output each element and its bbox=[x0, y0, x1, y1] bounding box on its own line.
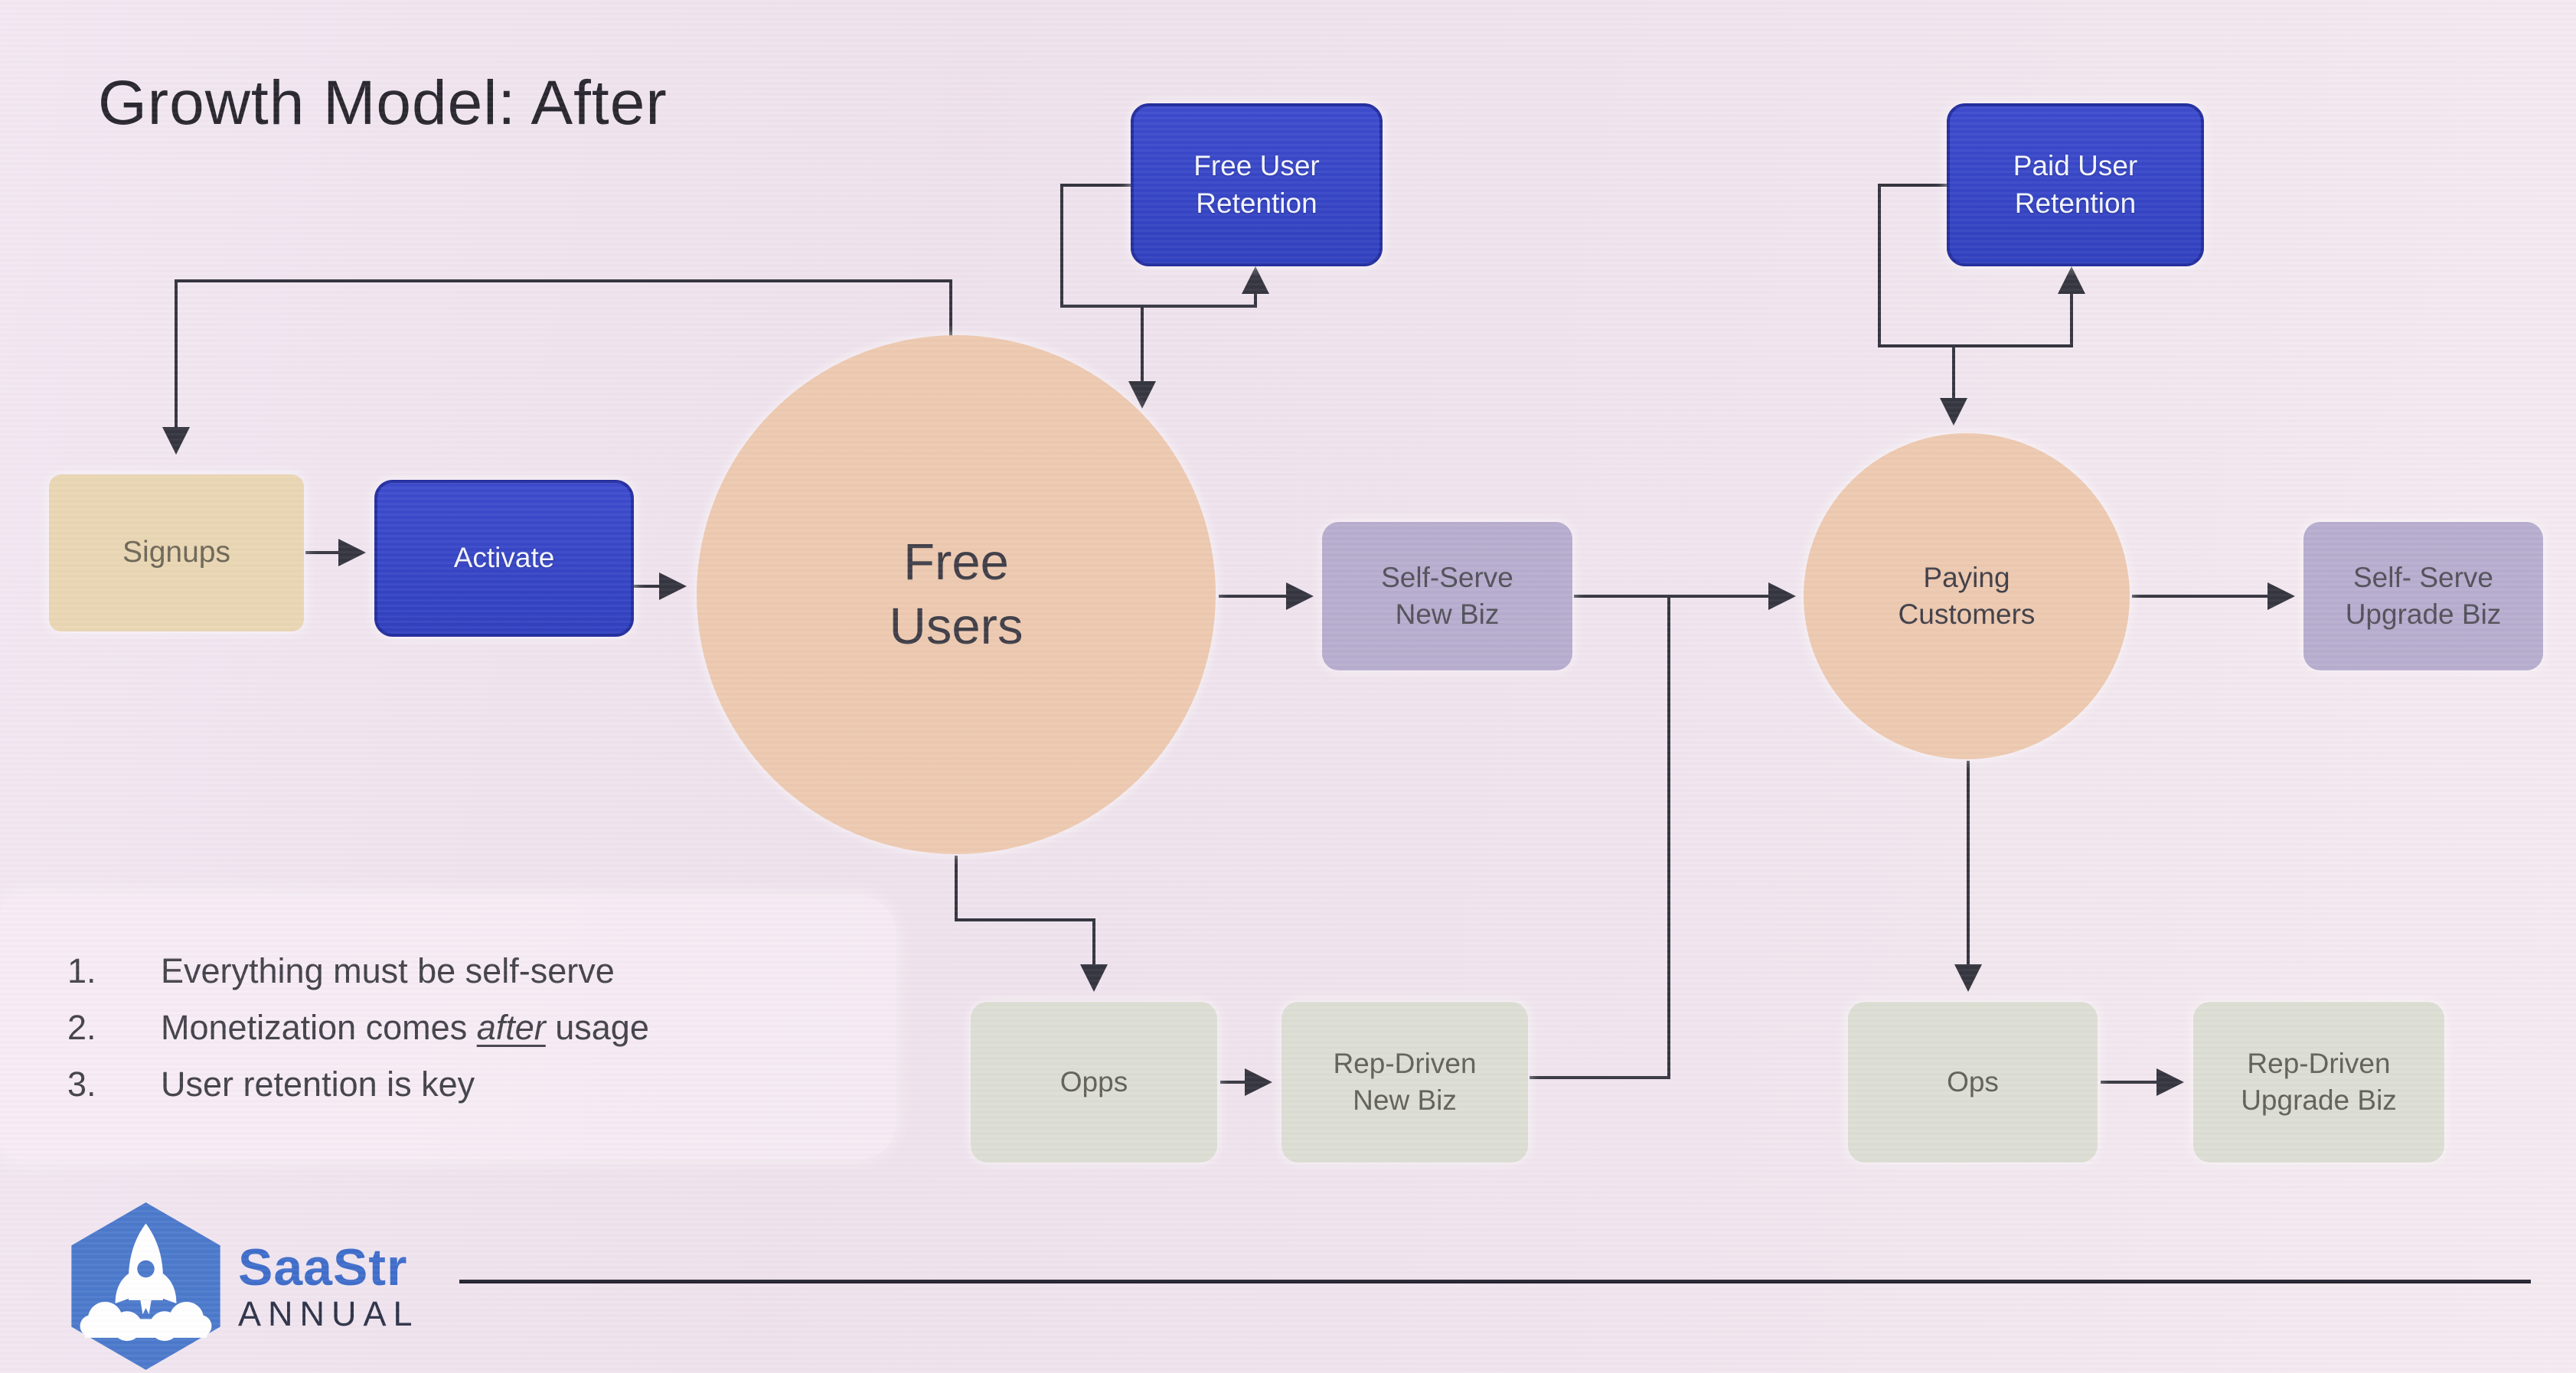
saastr-annual-logo: SaaStr ANNUAL bbox=[67, 1200, 420, 1372]
rocket-hexagon-icon bbox=[71, 1202, 220, 1370]
node-signups: Signups bbox=[49, 475, 304, 631]
note-text-emphasis: after bbox=[476, 1007, 546, 1047]
brand-subtitle: ANNUAL bbox=[238, 1294, 420, 1333]
key-points-panel: 1. Everything must be self-serve 2. Mone… bbox=[0, 895, 896, 1159]
note-number: 3. bbox=[67, 1064, 96, 1104]
note-text: Everything must be self-serve bbox=[161, 951, 615, 990]
note-item-3: 3. User retention is key bbox=[67, 1065, 896, 1104]
note-number: 2. bbox=[67, 1007, 96, 1047]
note-text: Monetization comes after usage bbox=[161, 1008, 649, 1048]
note-item-2: 2. Monetization comes after usage bbox=[67, 1008, 896, 1048]
node-free-user-retention: Free User Retention bbox=[1131, 103, 1383, 266]
node-opps: Opps bbox=[971, 1002, 1217, 1163]
node-rep-driven-upgrade-biz: Rep-Driven Upgrade Biz bbox=[2193, 1002, 2444, 1163]
note-text-prefix: Monetization comes bbox=[161, 1007, 477, 1047]
node-ops: Ops bbox=[1848, 1002, 2098, 1163]
rocket-icon bbox=[115, 1223, 177, 1315]
note-text-suffix: usage bbox=[545, 1007, 649, 1047]
node-paying-customers: Paying Customers bbox=[1804, 433, 2130, 759]
edge-freeusers-to-opps bbox=[955, 856, 1108, 992]
node-rep-driven-new-biz: Rep-Driven New Biz bbox=[1281, 1002, 1528, 1163]
footer-divider-line bbox=[459, 1280, 2531, 1283]
node-free-users: Free Users bbox=[697, 335, 1216, 854]
node-activate: Activate bbox=[374, 480, 634, 637]
note-text: User retention is key bbox=[161, 1064, 475, 1104]
note-number: 1. bbox=[67, 951, 96, 990]
brand-name: SaaStr bbox=[238, 1238, 408, 1296]
node-self-serve-new-biz: Self-Serve New Biz bbox=[1322, 522, 1572, 670]
note-item-1: 1. Everything must be self-serve bbox=[67, 951, 896, 991]
brand-text: SaaStr ANNUAL bbox=[238, 1241, 420, 1331]
page-title: Growth Model: After bbox=[98, 68, 668, 138]
node-paid-user-retention: Paid User Retention bbox=[1947, 103, 2204, 266]
node-self-serve-upgrade-biz: Self- Serve Upgrade Biz bbox=[2303, 522, 2543, 670]
